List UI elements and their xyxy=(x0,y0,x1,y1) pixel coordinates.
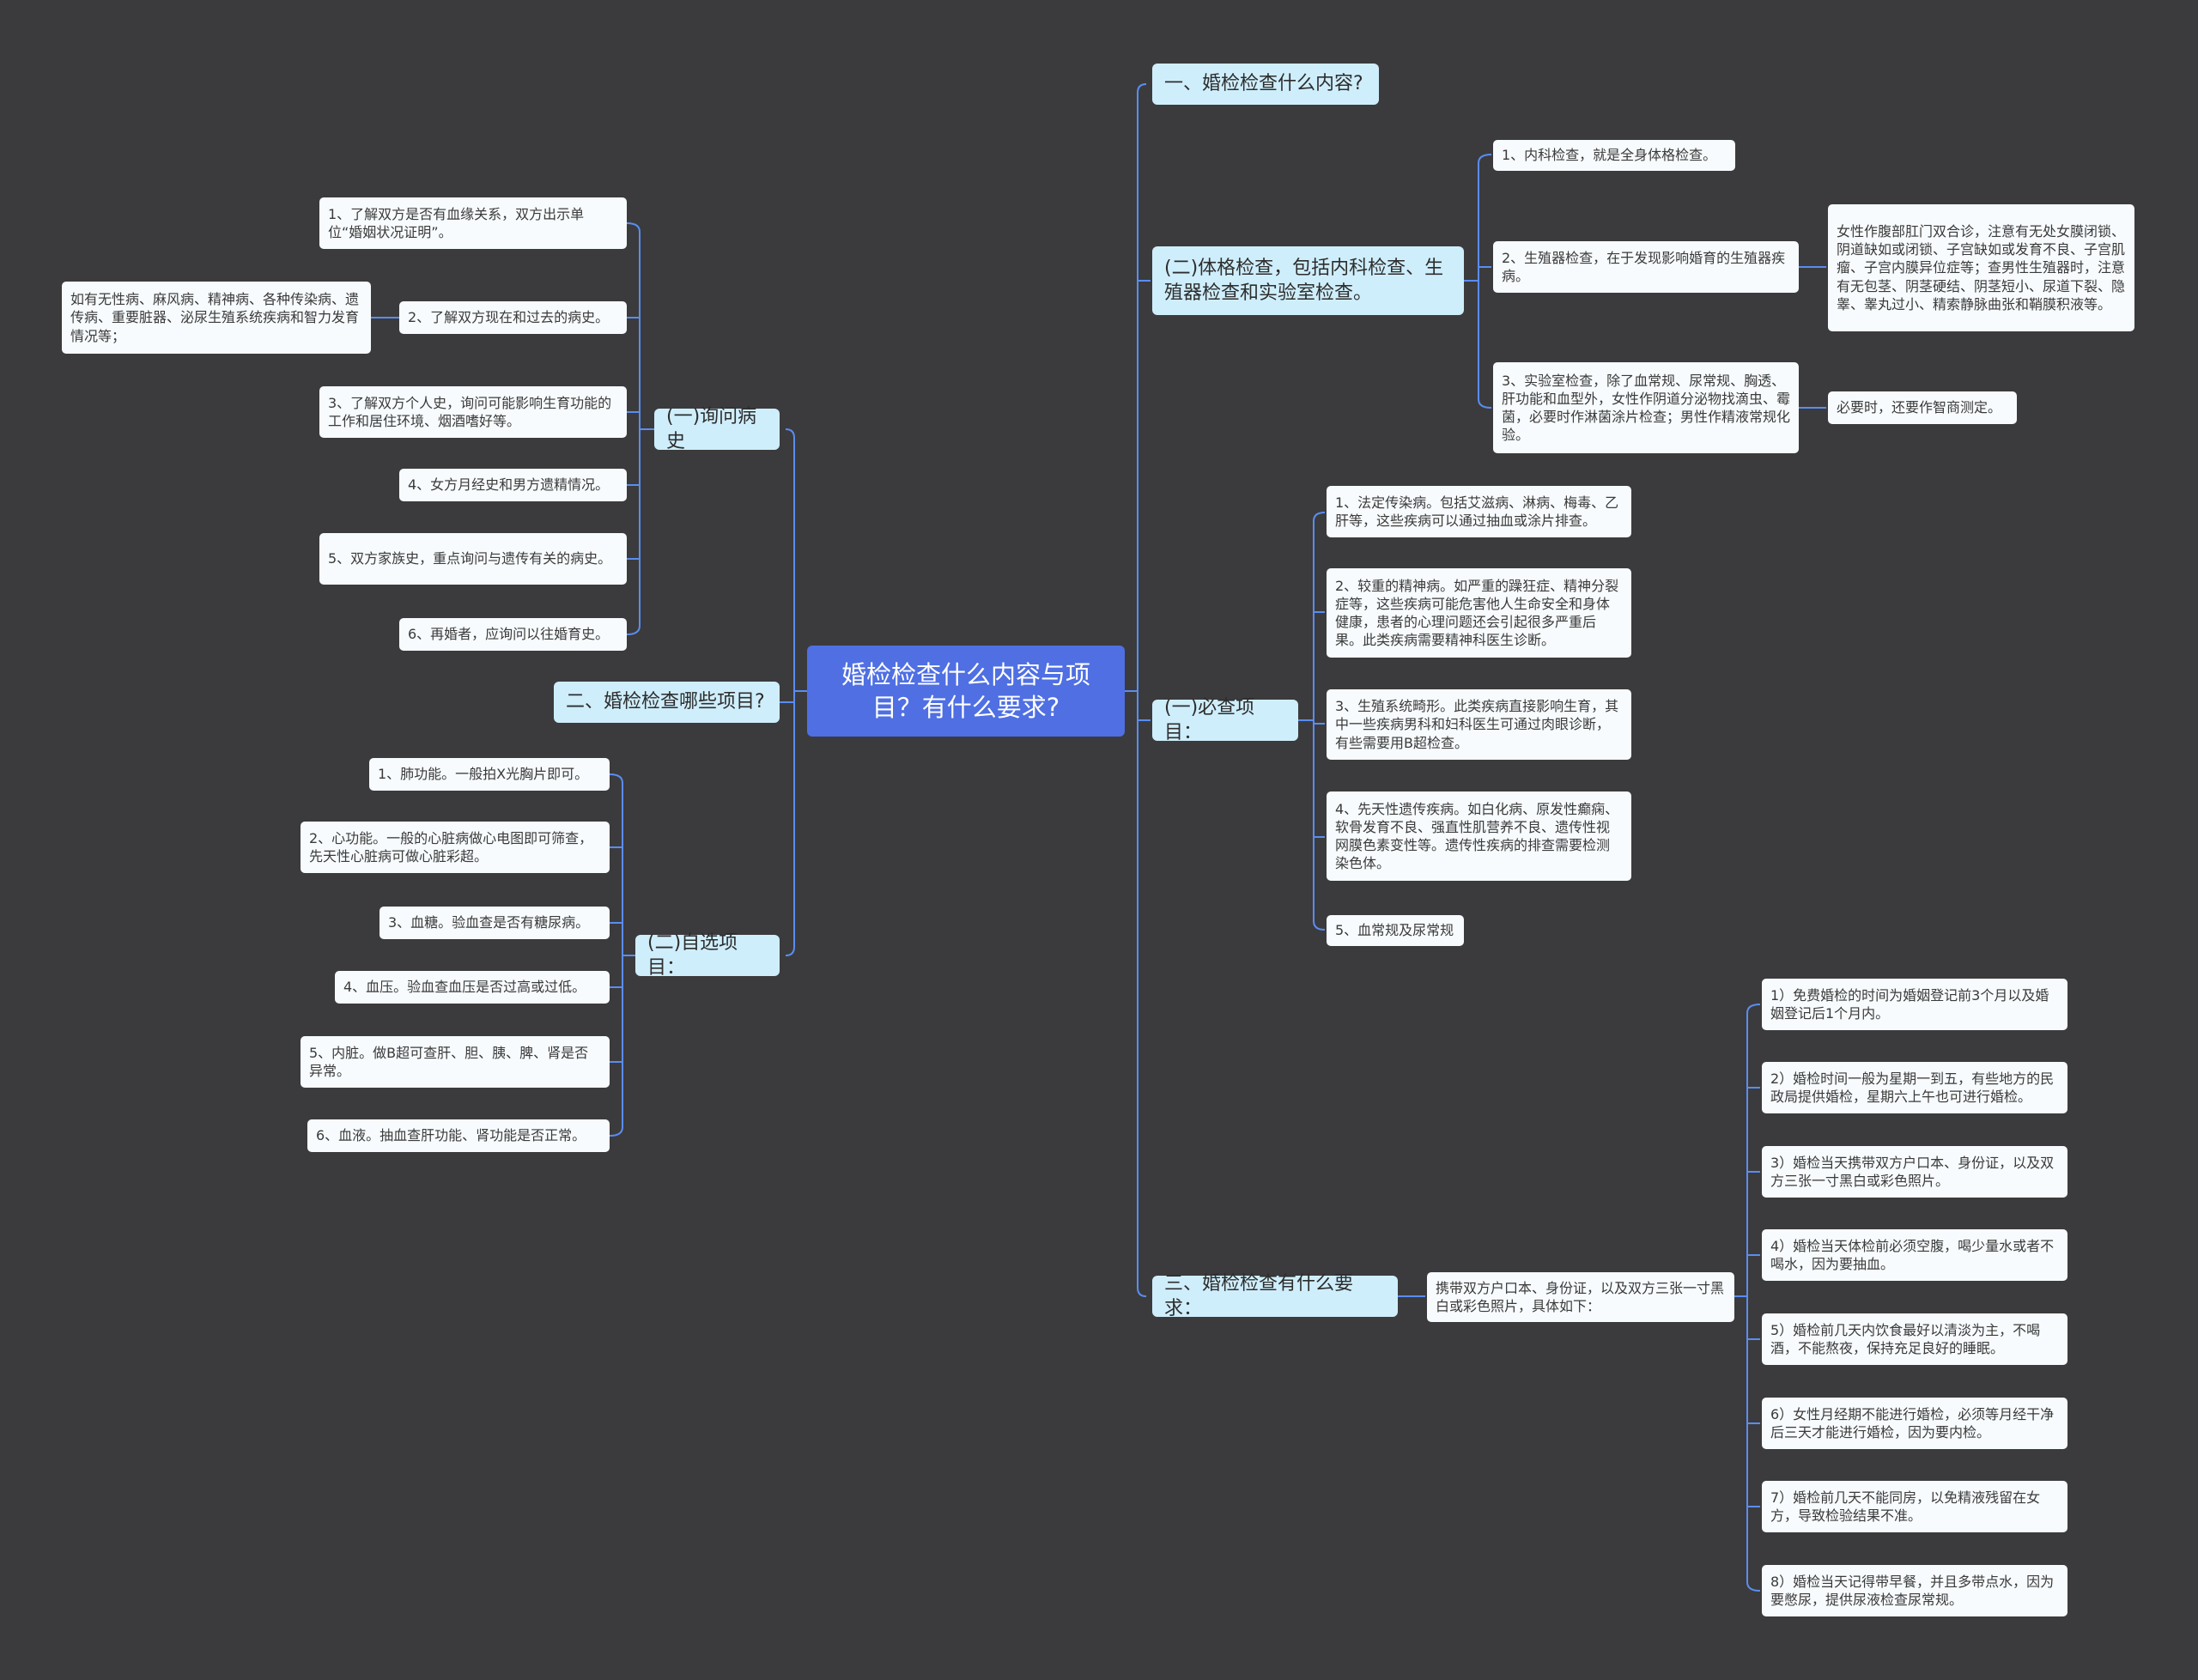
history-detail-2[interactable]: 如有无性病、麻风病、精神病、各种传染病、遗传病、重要脏器、泌尿生殖系统疾病和智力… xyxy=(62,282,371,354)
req-item-8-label: 8）婚检当天记得带早餐，并且多带点水，因为要憋尿，提供尿液检查尿常规。 xyxy=(1770,1573,2055,1608)
optional-item-2[interactable]: 2、心功能。一般的心脏病做心电图即可筛查，先天性心脏病可做心脏彩超。 xyxy=(301,822,610,873)
optional-item-1-label: 1、肺功能。一般拍X光胸片即可。 xyxy=(378,766,589,783)
leaf-lab[interactable]: 3、实验室检查，除了血常规、尿常规、胸透、肝功能和血型外，女性作阴道分泌物找滴虫… xyxy=(1493,362,1799,453)
optional-item-3[interactable]: 3、血糖。验血查是否有糖尿病。 xyxy=(379,907,610,939)
root-topic[interactable]: 婚检检查什么内容与项目？有什么要求? xyxy=(807,646,1125,737)
history-item-2[interactable]: 2、了解双方现在和过去的病史。 xyxy=(399,301,627,334)
history-item-1-label: 1、了解双方是否有血缘关系，双方出示单位“婚姻状况证明”。 xyxy=(328,205,585,240)
branch-q2[interactable]: 二、婚检检查哪些项目? xyxy=(554,682,780,723)
required-item-2-label: 2、较重的精神病。如严重的躁狂症、精神分裂症等，这些疾病可能危害他人生命安全和身… xyxy=(1335,577,1619,649)
req-item-7[interactable]: 7）婚检前几天不能同房，以免精液残留在女方，导致检验结果不准。 xyxy=(1762,1481,2067,1532)
branch-requirements[interactable]: 三、婚检检查有什么要求： xyxy=(1152,1273,1398,1319)
optional-item-2-label: 2、心功能。一般的心脏病做心电图即可筛查，先天性心脏病可做心脏彩超。 xyxy=(309,829,593,864)
req-item-4-label: 4）婚检当天体检前必须空腹，喝少量水或者不喝水，因为要抽血。 xyxy=(1770,1237,2055,1272)
optional-item-6-label: 6、血液。抽血查肝功能、肾功能是否正常。 xyxy=(316,1127,586,1144)
leaf-lab-detail-label: 必要时，还要作智商测定。 xyxy=(1837,399,2002,416)
history-item-3-label: 3、了解双方个人史，询问可能影响生育功能的工作和居住环境、烟酒嗜好等。 xyxy=(328,394,612,429)
req-item-5-label: 5）婚检前几天内饮食最好以清淡为主，不喝酒，不能熬夜，保持充足良好的睡眠。 xyxy=(1770,1321,2041,1356)
req-item-2[interactable]: 2）婚检时间一般为星期一到五，有些地方的民政局提供婚检，星期六上午也可进行婚检。 xyxy=(1762,1062,2067,1113)
required-item-3[interactable]: 3、生殖系统畸形。此类疾病直接影响生育，其中一些疾病男科和妇科医生可通过肉眼诊断… xyxy=(1327,689,1631,760)
req-item-3[interactable]: 3）婚检当天携带双方户口本、身份证，以及双方三张一寸黑白或彩色照片。 xyxy=(1762,1146,2067,1198)
history-item-6[interactable]: 6、再婚者，应询问以往婚育史。 xyxy=(399,618,627,651)
leaf-internal[interactable]: 1、内科检查，就是全身体格检查。 xyxy=(1493,140,1735,171)
branch-q1[interactable]: 一、婚检检查什么内容? xyxy=(1152,64,1379,105)
branch-required[interactable]: (一)必查项目： xyxy=(1152,697,1298,743)
optional-item-4-label: 4、血压。验血查血压是否过高或过低。 xyxy=(343,979,586,996)
leaf-lab-label: 3、实验室检查，除了血常规、尿常规、胸透、肝功能和血型外，女性作阴道分泌物找滴虫… xyxy=(1502,372,1791,444)
required-item-5-label: 5、血常规及尿常规 xyxy=(1335,922,1454,939)
optional-item-1[interactable]: 1、肺功能。一般拍X光胸片即可。 xyxy=(369,758,610,791)
edge-history-spine xyxy=(626,222,641,635)
branch-q1-label: 一、婚检检查什么内容? xyxy=(1164,73,1363,95)
branch-requirements-label: 三、婚检检查有什么要求： xyxy=(1164,1272,1354,1319)
history-item-6-label: 6、再婚者，应询问以往婚育史。 xyxy=(408,626,610,643)
optional-item-3-label: 3、血糖。验血查是否有糖尿病。 xyxy=(388,914,590,931)
leaf-genital[interactable]: 2、生殖器检查，在于发现影响婚育的生殖器疾病。 xyxy=(1493,241,1799,293)
leaf-genital-label: 2、生殖器检查，在于发现影响婚育的生殖器疾病。 xyxy=(1502,249,1786,284)
req-item-7-label: 7）婚检前几天不能同房，以免精液残留在女方，导致检验结果不准。 xyxy=(1770,1489,2041,1524)
req-item-3-label: 3）婚检当天携带双方户口本、身份证，以及双方三张一寸黑白或彩色照片。 xyxy=(1770,1154,2055,1189)
history-item-5[interactable]: 5、双方家族史，重点询问与遗传有关的病史。 xyxy=(319,533,627,585)
req-item-5[interactable]: 5）婚检前几天内饮食最好以清淡为主，不喝酒，不能熬夜，保持充足良好的睡眠。 xyxy=(1762,1313,2067,1365)
edge-left-spine xyxy=(785,428,795,956)
history-item-4[interactable]: 4、女方月经史和男方遗精情况。 xyxy=(399,469,627,501)
leaf-genital-detail-label: 女性作腹部肛门双合诊，注意有无处女膜闭锁、阴道缺如或闭锁、子宫缺如或发育不良、子… xyxy=(1837,223,2126,312)
optional-item-6[interactable]: 6、血液。抽血查肝功能、肾功能是否正常。 xyxy=(307,1119,610,1152)
required-item-4[interactable]: 4、先天性遗传疾病。如白化病、原发性癫痫、软骨发育不良、强直性肌营养不良、遗传性… xyxy=(1327,791,1631,881)
edge-physical-spine xyxy=(1478,154,1492,409)
req-item-6-label: 6）女性月经期不能进行婚检，必须等月经干净后三天才能进行婚检，因为要内检。 xyxy=(1770,1405,2055,1440)
optional-item-4[interactable]: 4、血压。验血查血压是否过高或过低。 xyxy=(335,971,610,1004)
history-item-2-label: 2、了解双方现在和过去的病史。 xyxy=(408,309,610,326)
required-item-1-label: 1、法定传染病。包括艾滋病、淋病、梅毒、乙肝等，这些疾病可以通过抽血或涂片排查。 xyxy=(1335,494,1619,529)
branch-physical-label: (二)体格检查，包括内科检查、生殖器检查和实验室检查。 xyxy=(1164,257,1444,304)
req-item-4[interactable]: 4）婚检当天体检前必须空腹，喝少量水或者不喝水，因为要抽血。 xyxy=(1762,1229,2067,1281)
branch-history-label: (一)询问病史 xyxy=(666,405,757,452)
root-topic-label: 婚检检查什么内容与项目？有什么要求? xyxy=(841,659,1090,722)
required-item-5[interactable]: 5、血常规及尿常规 xyxy=(1327,915,1464,946)
leaf-carry[interactable]: 携带双方户口本、身份证，以及双方三张一寸黑白或彩色照片，具体如下： xyxy=(1427,1272,1734,1322)
history-item-1[interactable]: 1、了解双方是否有血缘关系，双方出示单位“婚姻状况证明”。 xyxy=(319,197,627,249)
required-item-1[interactable]: 1、法定传染病。包括艾滋病、淋病、梅毒、乙肝等，这些疾病可以通过抽血或涂片排查。 xyxy=(1327,486,1631,537)
leaf-genital-detail[interactable]: 女性作腹部肛门双合诊，注意有无处女膜闭锁、阴道缺如或闭锁、子宫缺如或发育不良、子… xyxy=(1828,204,2134,331)
branch-required-label: (一)必查项目： xyxy=(1164,696,1255,743)
leaf-carry-label: 携带双方户口本、身份证，以及双方三张一寸黑白或彩色照片，具体如下： xyxy=(1436,1279,1725,1314)
edge-required-spine xyxy=(1313,512,1326,931)
history-detail-2-label: 如有无性病、麻风病、精神病、各种传染病、遗传病、重要脏器、泌尿生殖系统疾病和智力… xyxy=(70,291,360,344)
leaf-lab-detail[interactable]: 必要时，还要作智商测定。 xyxy=(1828,391,2017,424)
required-item-3-label: 3、生殖系统畸形。此类疾病直接影响生育，其中一些疾病男科和妇科医生可通过肉眼诊断… xyxy=(1335,698,1619,751)
branch-optional-label: (二)自选项目： xyxy=(647,931,738,979)
branch-optional[interactable]: (二)自选项目： xyxy=(635,932,780,979)
req-item-2-label: 2）婚检时间一般为星期一到五，有些地方的民政局提供婚检，星期六上午也可进行婚检。 xyxy=(1770,1070,2055,1105)
req-item-8[interactable]: 8）婚检当天记得带早餐，并且多带点水，因为要憋尿，提供尿液检查尿常规。 xyxy=(1762,1565,2067,1616)
edge-optional-spine xyxy=(609,773,623,1137)
branch-history[interactable]: (一)询问病史 xyxy=(654,406,780,452)
edge-req3-spine xyxy=(1746,1004,1761,1592)
optional-item-5[interactable]: 5、内脏。做B超可查肝、胆、胰、脾、肾是否异常。 xyxy=(301,1036,610,1088)
history-item-5-label: 5、双方家族史，重点询问与遗传有关的病史。 xyxy=(328,550,612,567)
required-item-4-label: 4、先天性遗传疾病。如白化病、原发性癫痫、软骨发育不良、强直性肌营养不良、遗传性… xyxy=(1335,800,1619,872)
req-item-1[interactable]: 1）免费婚检的时间为婚姻登记前3个月以及婚姻登记后1个月内。 xyxy=(1762,979,2067,1030)
history-item-3[interactable]: 3、了解双方个人史，询问可能影响生育功能的工作和居住环境、烟酒嗜好等。 xyxy=(319,386,627,438)
history-item-4-label: 4、女方月经史和男方遗精情况。 xyxy=(408,476,610,494)
req-item-1-label: 1）免费婚检的时间为婚姻登记前3个月以及婚姻登记后1个月内。 xyxy=(1770,986,2049,1022)
branch-q2-label: 二、婚检检查哪些项目? xyxy=(566,691,765,713)
req-item-6[interactable]: 6）女性月经期不能进行婚检，必须等月经干净后三天才能进行婚检，因为要内检。 xyxy=(1762,1398,2067,1449)
leaf-internal-label: 1、内科检查，就是全身体格检查。 xyxy=(1502,147,1717,164)
optional-item-5-label: 5、内脏。做B超可查肝、胆、胰、脾、肾是否异常。 xyxy=(309,1044,589,1079)
required-item-2[interactable]: 2、较重的精神病。如严重的躁狂症、精神分裂症等，这些疾病可能危害他人生命安全和身… xyxy=(1327,568,1631,658)
branch-physical[interactable]: (二)体格检查，包括内科检查、生殖器检查和实验室检查。 xyxy=(1152,246,1464,315)
edge-right-spine xyxy=(1137,83,1147,1297)
